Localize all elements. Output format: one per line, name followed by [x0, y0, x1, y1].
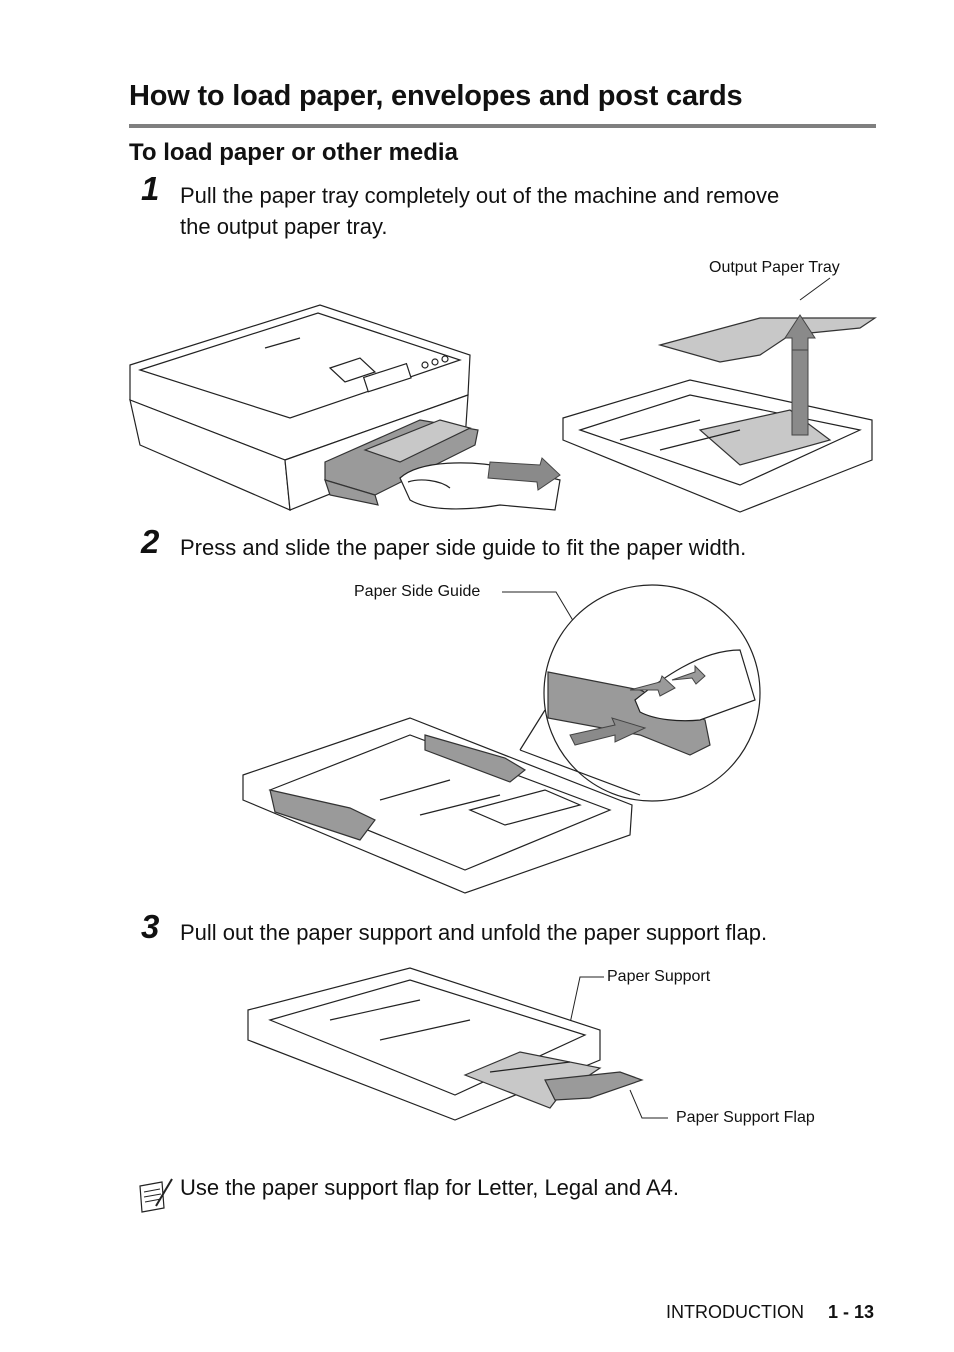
callout-paper-support: Paper Support — [607, 968, 711, 985]
title-rule — [129, 124, 876, 128]
callout-paper-support-flap: Paper Support Flap — [676, 1109, 815, 1126]
footer-section: INTRODUCTION — [666, 1302, 804, 1322]
section-title: To load paper or other media — [129, 139, 458, 166]
step-3-text: Pull out the paper support and unfold th… — [180, 920, 768, 945]
callout-paper-side-guide: Paper Side Guide — [354, 583, 481, 600]
page-title: How to load paper, envelopes and post ca… — [129, 80, 743, 112]
step-1-number: 1 — [141, 170, 160, 207]
note-pad-icon — [139, 1178, 173, 1213]
paper-tray-1 — [562, 314, 877, 513]
step-2-text: Press and slide the paper side guide to … — [180, 535, 747, 560]
step-1-text-line1: Pull the paper tray completely out of th… — [180, 183, 780, 208]
callout-output-paper-tray: Output Paper Tray — [709, 259, 840, 276]
step-1-text-line2: the output paper tray. — [180, 214, 388, 239]
note-text: Use the paper support flap for Letter, L… — [180, 1175, 680, 1200]
printer-body — [129, 304, 561, 511]
step-2-number: 2 — [141, 523, 160, 560]
step-3-number: 3 — [141, 908, 160, 945]
footer-page-number: 1 - 13 — [827, 1302, 874, 1322]
